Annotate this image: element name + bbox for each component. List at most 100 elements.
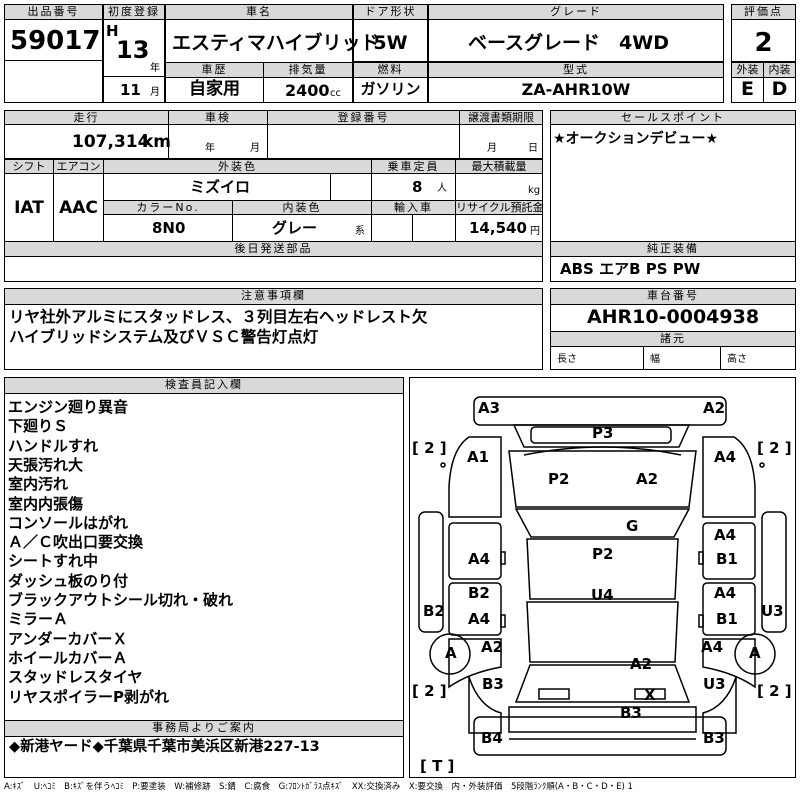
mileage-label: 走行 <box>4 110 169 125</box>
sales-label: セールスポイント <box>550 110 796 125</box>
int-color-unit: 系 <box>355 226 365 237</box>
mark-left-rear-b: B3 <box>482 675 504 693</box>
first-reg-label: 初度登録 <box>103 4 165 20</box>
car-history: 自家用 <box>189 79 240 99</box>
mark-right-door-1b: B1 <box>716 550 738 568</box>
capacity-unit: 人 <box>437 183 447 194</box>
inspection-label: 車検 <box>168 110 268 125</box>
lot-number: 59017 <box>10 26 101 56</box>
fuel-box <box>353 77 428 103</box>
mark-rear-center: A2 <box>630 655 653 673</box>
legend: A:ｷｽﾞ U:ﾍｺﾐ B:ｷｽﾞを伴うﾍｺﾐ P:要塗装 W:補修跡 S:錆 … <box>4 782 633 792</box>
regno-box <box>267 124 460 159</box>
bracket-right-top: [ 2 ] <box>757 439 792 457</box>
mark-top-left: A3 <box>478 399 501 417</box>
bracket-left-top: [ 2 ] <box>412 439 447 457</box>
office-label: 事務局よりご案内 <box>4 720 404 737</box>
transfer-day-unit: 日 <box>528 143 538 154</box>
mark-roof-front: P3 <box>592 424 614 442</box>
inspector-line: ホイールカバーＡ <box>8 648 128 667</box>
mileage: 107,314 <box>72 132 150 152</box>
later-parts-label: 後日発送部品 <box>4 241 543 257</box>
length-label: 長さ <box>557 354 577 365</box>
inspector-line: Ａ／Ｃ吹出口要交換 <box>8 533 144 552</box>
ext-color-box-2 <box>330 173 372 201</box>
mark-right-rear-a: A4 <box>701 638 724 656</box>
import-box-2 <box>412 214 456 242</box>
inspector-line: 室内汚れ <box>8 475 69 494</box>
notes-line-1: リヤ社外アルミにスタッドレス、３列目左右ヘッドレスト欠 <box>9 308 428 326</box>
mark-front-right-fender: A4 <box>714 448 737 466</box>
mark-left-wheel: A <box>445 644 457 662</box>
score: 2 <box>754 28 773 58</box>
width-label: 幅 <box>650 354 660 365</box>
lot-box-lower <box>4 60 103 103</box>
interior-label: 内装 <box>763 62 796 78</box>
office-box <box>4 736 404 778</box>
height-box <box>720 346 796 370</box>
mark-left-door-2b: A4 <box>468 610 491 628</box>
mark-right-door-1a: A4 <box>714 526 737 544</box>
month-unit: 月 <box>150 87 160 98</box>
sales-text: ★オークションデビュー★ <box>553 131 719 147</box>
inspector-line: 下廻りＳ <box>8 417 69 436</box>
ext-color-label: 外装色 <box>103 159 372 174</box>
recycle: 14,540 <box>469 219 527 237</box>
mark-left-door-1: A4 <box>468 550 491 568</box>
options-label: 純正装備 <box>550 241 796 257</box>
mark-front-left-fender: A1 <box>467 448 490 466</box>
options-box <box>550 256 796 282</box>
mark-right-door-2a: A4 <box>714 584 737 602</box>
month-box <box>103 76 165 103</box>
mark-right-door-2b: B1 <box>716 610 738 628</box>
era: H <box>106 22 119 40</box>
car-history-label: 車歴 <box>165 62 264 78</box>
capacity-label: 乗車定員 <box>371 159 456 174</box>
transfer-month-unit: 月 <box>487 143 497 154</box>
recycle-label: リサイクル預託金 <box>455 200 543 215</box>
transfer-label: 譲渡書類期限 <box>459 110 543 125</box>
regno-label: 登録番号 <box>267 110 460 125</box>
exterior-label: 外装 <box>731 62 764 78</box>
displacement-label: 排気量 <box>263 62 353 78</box>
year-unit: 年 <box>150 63 160 74</box>
chassis-number: AHR10-0004938 <box>586 306 760 328</box>
height-label: 高さ <box>727 354 747 365</box>
inspector-line: エンジン廻り異音 <box>8 398 129 416</box>
mark-bottom-left: B4 <box>481 729 503 747</box>
first-reg-year: 13 <box>116 36 150 64</box>
door-label: ドア形状 <box>353 4 428 20</box>
mark-rear-x: X <box>644 686 656 704</box>
inspector-line: スタッドレスタイヤ <box>8 668 143 687</box>
spec-label: 諸元 <box>550 331 796 347</box>
capacity: 8 <box>412 178 423 196</box>
int-color-label: 内装色 <box>232 200 372 215</box>
color-no: 8N0 <box>152 219 186 237</box>
bracket-right-bottom: [ 2 ] <box>757 682 792 700</box>
displacement-box <box>263 77 353 103</box>
mark-left-rear-a: A2 <box>481 638 504 656</box>
color-no-label: カラーNo. <box>103 200 233 215</box>
inspection-month-unit: 月 <box>250 143 260 154</box>
maxload-unit: kg <box>528 185 541 196</box>
ext-color: ミズイロ <box>190 178 251 196</box>
mark-roof: P2 <box>592 545 614 563</box>
mark-right-wheel: A <box>749 644 761 662</box>
inspector-line: 室内内張傷 <box>8 494 84 513</box>
mark-windshield: G <box>626 517 639 535</box>
interior-box <box>763 77 796 103</box>
shift: IAT <box>14 198 44 218</box>
first-reg-month: 11 <box>120 81 141 99</box>
grade-label: グレード <box>428 4 724 20</box>
inspector-line: ダッシュ板のり付 <box>8 571 129 590</box>
inspector-line: シートすれ中 <box>8 552 99 571</box>
mark-top-right: A2 <box>703 399 726 417</box>
notes-line-2: ハイブリッドシステム及びＶＳＣ警告灯点灯 <box>9 328 319 346</box>
fuel-label: 燃料 <box>353 62 428 78</box>
mark-right-rear-b: U3 <box>703 675 726 693</box>
inspector-line: 天張汚れ大 <box>8 455 84 474</box>
score-label: 評価点 <box>731 4 796 20</box>
int-color: グレー <box>272 219 318 237</box>
transfer-box <box>459 124 543 159</box>
later-parts-box <box>4 256 543 282</box>
